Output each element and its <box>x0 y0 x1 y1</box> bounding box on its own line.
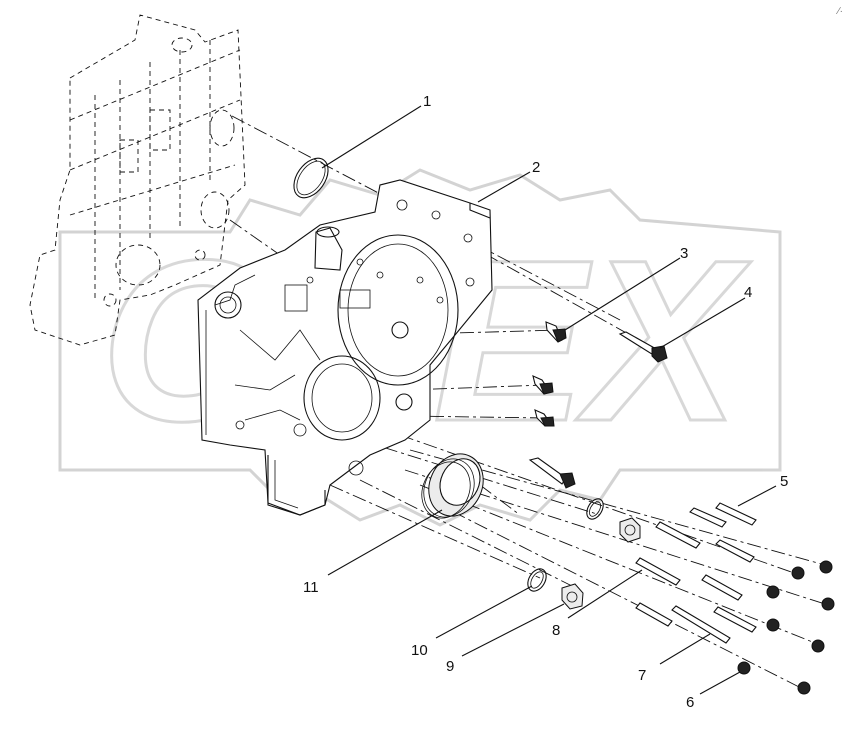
timing-cover-part-2 <box>197 179 493 516</box>
corner-mark: ∕· <box>835 6 843 17</box>
crank-seal-part-11 <box>421 453 484 519</box>
callout-5: 5 <box>780 473 788 490</box>
callout-10: 10 <box>411 642 428 659</box>
callout-numbers: 1 2 3 4 5 6 7 8 9 10 11 <box>303 93 788 711</box>
ring-part-10 <box>527 568 547 592</box>
callout-7: 7 <box>638 667 646 684</box>
studs-part-7 <box>635 602 757 644</box>
plug-and-ring-upper <box>586 498 641 543</box>
watermark-gear <box>58 168 782 527</box>
nuts-part-6 <box>737 560 835 695</box>
callout-11: 11 <box>303 579 319 596</box>
callout-6: 6 <box>686 694 694 711</box>
engine-block-phantom <box>29 14 246 346</box>
leader-lines <box>321 105 777 695</box>
short-bolts-part-3 <box>532 321 567 427</box>
callout-2: 2 <box>532 159 540 176</box>
callout-4: 4 <box>744 284 752 301</box>
callout-9: 9 <box>446 658 454 675</box>
plug-part-9 <box>561 583 584 610</box>
callout-3: 3 <box>680 245 688 262</box>
callout-1: 1 <box>423 93 431 110</box>
o-ring-part-1 <box>293 157 329 199</box>
long-bolt-part-4 <box>528 331 668 489</box>
studs-part-8 <box>635 557 743 601</box>
callout-8: 8 <box>552 622 560 639</box>
studs-part-5 <box>655 502 757 563</box>
